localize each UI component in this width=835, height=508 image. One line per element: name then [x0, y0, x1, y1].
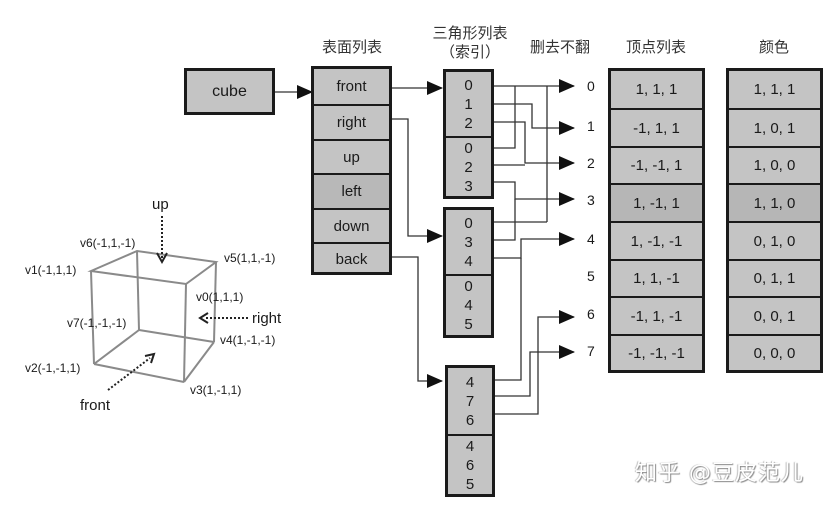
header-triangle-list: 三角形列表 [432, 24, 508, 42]
index-line [493, 181, 575, 206]
right-to-triangles-connector [390, 118, 443, 243]
triangle-group-front: 0 1 2 0 2 3 [443, 69, 494, 199]
index-line [493, 103, 575, 135]
triangle-index: 7 [465, 392, 475, 410]
surface-item-right: right [314, 104, 389, 139]
color-row: 1, 0, 1 [729, 108, 820, 146]
vertex-list: 1, 1, 1 -1, 1, 1 -1, -1, 1 1, -1, 1 1, -… [608, 68, 705, 373]
triangle-index: 2 [464, 158, 473, 176]
triangle-index: 4 [464, 252, 473, 270]
vertex-row: 1, -1, -1 [611, 221, 702, 259]
color-row: 1, 0, 0 [729, 146, 820, 183]
direction-right-label: right [252, 310, 282, 327]
cube-vertex-v1: v1(-1,1,1) [25, 263, 77, 277]
vertex-index-label: 7 [587, 343, 595, 359]
cube-vertex-v5: v5(1,1,-1) [224, 251, 276, 265]
color-row: 0, 0, 1 [729, 296, 820, 334]
color-row: 0, 0, 0 [729, 334, 820, 370]
cube-vertex-v2: v2(-1,-1,1) [25, 361, 81, 375]
surface-item-left: left [314, 173, 389, 208]
triangle: 0 3 4 [446, 210, 491, 274]
triangle: 0 1 2 [446, 72, 491, 136]
index-line [493, 86, 516, 149]
direction-front-label: front [80, 397, 111, 414]
color-row: 1, 1, 0 [729, 183, 820, 221]
cube-label: cube [212, 82, 247, 100]
index-line [493, 345, 575, 397]
cube-vertex-v4: v4(1,-1,-1) [220, 333, 276, 347]
back-to-triangles-connector [390, 256, 443, 388]
vertex-index-label: 5 [587, 268, 595, 284]
triangle-index: 6 [465, 456, 475, 474]
surface-item-down: down [314, 208, 389, 242]
vertex-index-label: 1 [587, 118, 595, 134]
triangle-index: 1 [464, 95, 473, 113]
header-triangle-list-sub: （索引） [439, 43, 500, 61]
triangle-index: 0 [464, 139, 473, 157]
header-vertex-list: 顶点列表 [625, 38, 686, 56]
vertex-row: 1, 1, 1 [635, 81, 678, 98]
triangle-index: 0 [464, 278, 473, 295]
direction-up-label: up [152, 196, 169, 213]
cube-vertex-v7: v7(-1,-1,-1) [67, 316, 127, 330]
triangle: 0 4 5 [446, 274, 491, 335]
surface-item-front: front [336, 78, 367, 95]
index-line [493, 199, 516, 241]
surface-item-up: up [314, 139, 389, 173]
color-row: 0, 1, 0 [729, 221, 820, 259]
watermark: 知乎 @豆皮范儿 [635, 461, 804, 486]
triangle-index: 0 [464, 76, 473, 94]
index-line [493, 121, 575, 170]
cube-vertex-v0: v0(1,1,1) [196, 290, 244, 304]
vertex-row: -1, -1, -1 [611, 334, 702, 370]
triangle-index: 3 [464, 233, 473, 251]
vertex-index-label: 3 [587, 192, 595, 208]
vertex-row: -1, 1, -1 [611, 296, 702, 334]
triangle-index: 6 [465, 411, 475, 429]
triangle-index: 2 [464, 114, 473, 132]
cube-vertex-v3: v3(1,-1,1) [190, 383, 242, 397]
triangle: 0 2 3 [446, 136, 491, 196]
vertex-row: -1, 1, 1 [611, 108, 702, 146]
front-direction-arrow [107, 357, 151, 391]
triangle: 4 7 6 [448, 368, 492, 434]
vertex-row: 1, -1, 1 [611, 183, 702, 221]
triangle-index: 3 [464, 177, 473, 195]
triangle-index: 5 [464, 316, 473, 333]
header-color: 颜色 [758, 38, 789, 56]
triangle-index: 4 [464, 297, 473, 314]
color-row: 1, 1, 1 [753, 81, 796, 98]
triangle-group-right: 0 3 4 0 4 5 [443, 207, 494, 338]
color-list: 1, 1, 1 1, 0, 1 1, 0, 0 1, 1, 0 0, 1, 0 … [726, 68, 823, 373]
index-line [493, 232, 575, 259]
color-row: 0, 1, 1 [729, 259, 820, 296]
header-cull: 删去不翻 [529, 38, 590, 56]
index-line [493, 310, 575, 415]
vertex-index-label: 2 [587, 155, 595, 171]
header-surface-list: 表面列表 [321, 38, 382, 56]
triangle-index: 5 [465, 475, 475, 493]
surface-list: front right up left down back [311, 66, 392, 275]
vertex-row: 1, 1, -1 [611, 259, 702, 296]
triangle-group-back: 4 7 6 4 6 5 [445, 365, 495, 497]
vertex-row: -1, -1, 1 [611, 146, 702, 183]
index-line [493, 258, 522, 381]
triangle-index: 4 [465, 373, 475, 391]
cube-wireframe [87, 249, 219, 383]
vertex-index-label: 6 [587, 306, 595, 322]
surface-item-back: back [314, 242, 389, 275]
vertex-index-label: 0 [587, 78, 595, 94]
triangle: 4 6 5 [448, 434, 492, 494]
triangle-index: 4 [465, 437, 475, 455]
triangle-index: 0 [464, 214, 473, 232]
cube-vertex-v6: v6(-1,1,-1) [80, 236, 136, 250]
vertex-index-label: 4 [587, 231, 595, 247]
cube-node: cube [184, 68, 275, 115]
